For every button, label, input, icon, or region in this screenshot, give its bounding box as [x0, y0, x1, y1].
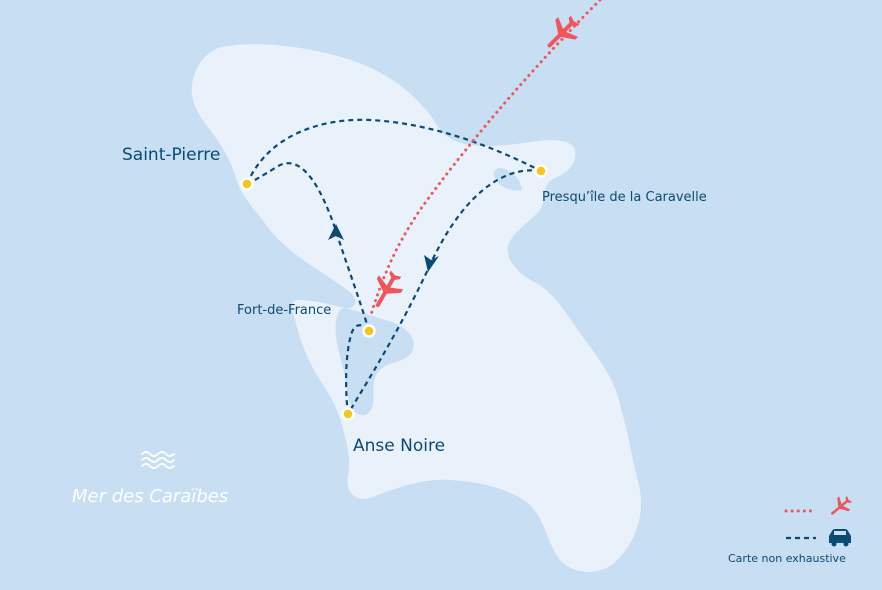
arrow-head-fort-saint-pierre: [328, 224, 344, 240]
plane-icon: [375, 270, 404, 308]
arrow-head-caravelle-anse: [424, 255, 439, 272]
location-markers: [240, 164, 548, 421]
bay-robert: [555, 234, 600, 261]
bay-caravelle: [493, 168, 522, 191]
island-martinique: [191, 44, 642, 572]
route-anse-fort: [344, 324, 370, 415]
waves-icon: [141, 451, 175, 469]
plane-icon: [831, 496, 852, 515]
bay-francois: [570, 299, 612, 325]
marker-caravelle: [534, 164, 548, 178]
label-caravelle: Presqu’île de la Caravelle: [542, 190, 707, 205]
legend-note: Carte non exhaustive: [728, 552, 846, 565]
marker-saint-pierre: [240, 177, 254, 191]
marker-fort-de-france: [362, 324, 376, 338]
legend: [784, 496, 852, 547]
label-saint-pierre: Saint-Pierre: [122, 145, 221, 165]
route-fort-saint-pierre: [246, 162, 371, 332]
car-icon: [829, 529, 851, 547]
label-sea: Mer des Caraïbes: [72, 486, 229, 507]
marker-anse-noire: [341, 407, 355, 421]
route-saint-pierre-caravelle: [245, 118, 542, 185]
bay-fort-de-france: [335, 308, 414, 416]
plane-route: [368, 0, 602, 320]
label-fort-de-france: Fort-de-France: [237, 303, 332, 318]
plane-icon: [547, 15, 580, 48]
label-anse-noire: Anse Noire: [353, 436, 446, 456]
